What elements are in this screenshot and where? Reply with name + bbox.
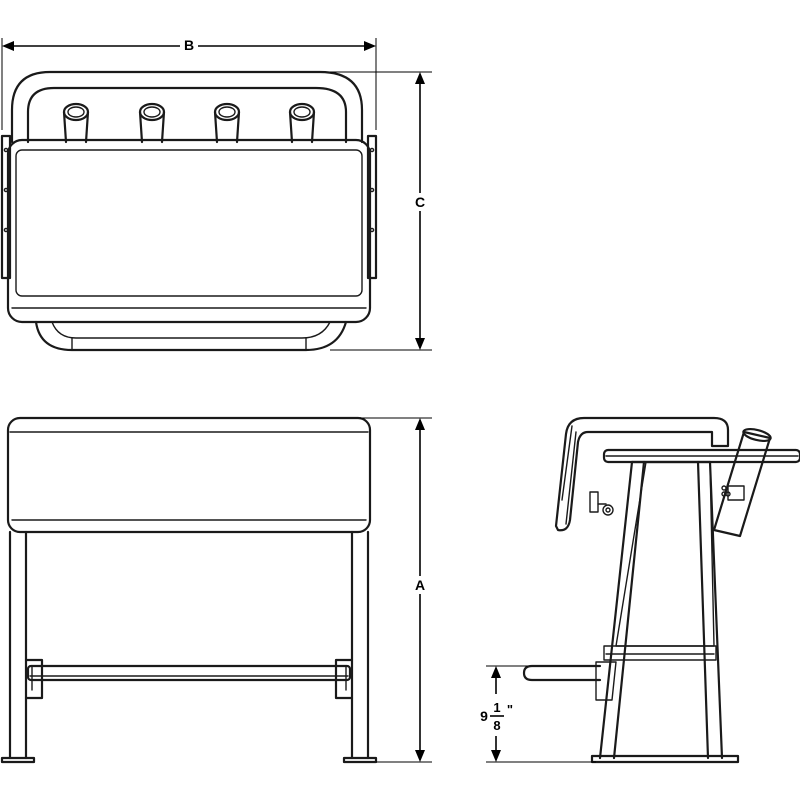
front-footrest: [24, 658, 354, 700]
footrest-height-unit: ": [507, 702, 513, 717]
footrest-height-numerator: 1: [493, 700, 500, 715]
dimension-b: B: [1, 36, 377, 130]
rod-holder-2: [138, 102, 166, 144]
top-footrest: [34, 320, 348, 352]
rod-holder-3: [213, 102, 241, 144]
footrest-height-denominator: 8: [493, 718, 500, 733]
footrest-height-whole: 9: [480, 708, 488, 724]
left-bracket: [0, 134, 12, 280]
dimension-footrest-height: 9 1 8 ": [477, 665, 596, 763]
dimension-c-label: C: [415, 194, 425, 210]
front-legs: [0, 530, 378, 764]
top-seat-inner: [15, 149, 363, 297]
dimension-a-label: A: [415, 577, 425, 593]
dimension-c: C: [330, 71, 432, 351]
side-frame: [590, 460, 740, 764]
rod-holders: [62, 102, 316, 144]
front-seat: [6, 416, 372, 534]
dimension-b-label: B: [184, 37, 194, 53]
dimension-a: A: [360, 417, 432, 763]
rod-holder-4: [288, 102, 316, 144]
top-seat-outer: [6, 138, 372, 324]
top-rail-outer: [10, 70, 364, 144]
top-view: [0, 70, 378, 352]
side-rod-holder: [712, 427, 772, 538]
side-footrest: [522, 664, 602, 682]
rod-holder-1: [62, 102, 90, 144]
right-bracket: [366, 134, 378, 280]
top-rail-inner: [26, 86, 348, 144]
side-backrest: [554, 416, 730, 532]
side-view: [522, 416, 800, 764]
front-view: [0, 416, 378, 764]
